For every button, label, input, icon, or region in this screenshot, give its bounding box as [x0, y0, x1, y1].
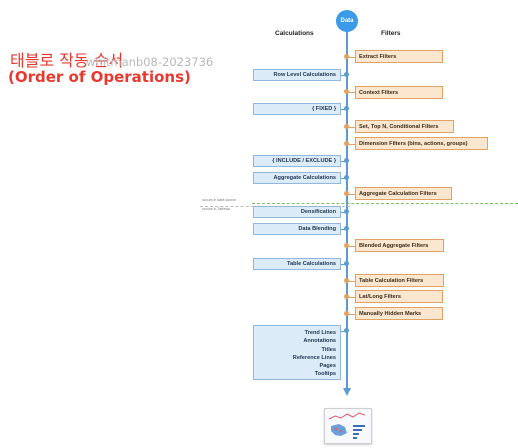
connector-line — [340, 178, 346, 179]
node-dot — [344, 54, 349, 59]
connector-line — [340, 229, 346, 230]
filter-lat-long: Lat/Long Filters — [355, 290, 443, 303]
connector-line — [340, 75, 346, 76]
connector-line — [348, 194, 356, 195]
connector-line — [348, 246, 356, 247]
connector-line — [340, 331, 346, 332]
filter-extract: Extract Filters — [355, 50, 443, 63]
node-dot — [344, 243, 349, 248]
node-dot — [344, 278, 349, 283]
title-korean: 태블로 작동 순서 — [10, 51, 124, 70]
filter-hidden-marks: Manually Hidden Marks — [355, 307, 443, 320]
connector-line — [348, 314, 356, 315]
connector-line — [348, 127, 356, 128]
final-item-trend-lines: Trend Lines — [304, 330, 336, 336]
connector-line — [340, 212, 346, 213]
node-dot — [344, 124, 349, 129]
node-dot — [344, 175, 349, 180]
final-item-tooltips: Tooltips — [314, 371, 336, 378]
connector-line — [348, 281, 356, 282]
calc-data-blending: Data Blending — [253, 223, 341, 235]
node-dot — [344, 72, 349, 77]
final-item-annotations: Annotations — [303, 338, 336, 345]
filter-aggregate-calc: Aggregate Calculation Filters — [355, 187, 452, 200]
node-dot — [344, 226, 349, 231]
node-dot — [344, 261, 349, 266]
connector-line — [340, 161, 346, 162]
calc-include-exclude: { INCLUDE / EXCLUDE } — [253, 155, 341, 167]
node-dot — [344, 191, 349, 196]
connector-line — [348, 92, 356, 93]
node-dot — [344, 209, 349, 214]
data-node-label: Data — [340, 18, 354, 24]
filter-dimension: Dimension Filters (bins, actions, groups… — [355, 137, 488, 150]
calc-densification: Densification — [253, 206, 341, 218]
title-english: (Order of Operations) — [8, 68, 191, 86]
calculations-header: Calculations — [275, 30, 314, 37]
final-item-reference-lines: Reference Lines — [292, 354, 336, 361]
node-dot — [344, 106, 349, 111]
node-dot — [344, 311, 349, 316]
calc-table: Table Calculations — [253, 258, 341, 270]
connector-line — [340, 264, 346, 265]
filters-header: Filters — [381, 30, 401, 37]
filter-blended-aggregate: Blended Aggregate Filters — [355, 239, 444, 252]
visualization-thumbnail-icon — [324, 408, 372, 444]
calc-fixed: { FIXED } — [253, 103, 341, 115]
node-dot — [344, 294, 349, 299]
connector-line — [348, 297, 356, 298]
calc-aggregate: Aggregate Calculations — [253, 172, 341, 184]
connector-line — [348, 57, 356, 58]
node-dot — [344, 89, 349, 94]
connector-line — [348, 144, 356, 145]
filter-set-topn: Set, Top N, Conditional Filters — [355, 120, 454, 133]
calc-row-level: Row Level Calculations — [253, 69, 341, 81]
node-dot — [344, 328, 349, 333]
connector-line — [340, 109, 346, 110]
data-node: Data — [336, 10, 358, 32]
final-item-pages: Pages — [319, 363, 336, 370]
final-item-titles: Titles — [321, 346, 336, 353]
filter-context: Context Filters — [355, 86, 443, 99]
flow-arrow-icon — [343, 388, 351, 396]
watermark: whitmanb08-2023736 — [86, 55, 214, 69]
filter-table-calc: Table Calculation Filters — [355, 274, 444, 287]
note-tableau: occurs in Tableau — [202, 207, 230, 211]
note-data-source: occurs in data source — [202, 198, 237, 202]
node-dot — [344, 141, 349, 146]
node-dot — [344, 158, 349, 163]
data-source-divider — [252, 203, 518, 204]
flow-spine — [346, 28, 348, 388]
final-layers-box: Trend Lines Annotations Titles Reference… — [253, 325, 341, 380]
